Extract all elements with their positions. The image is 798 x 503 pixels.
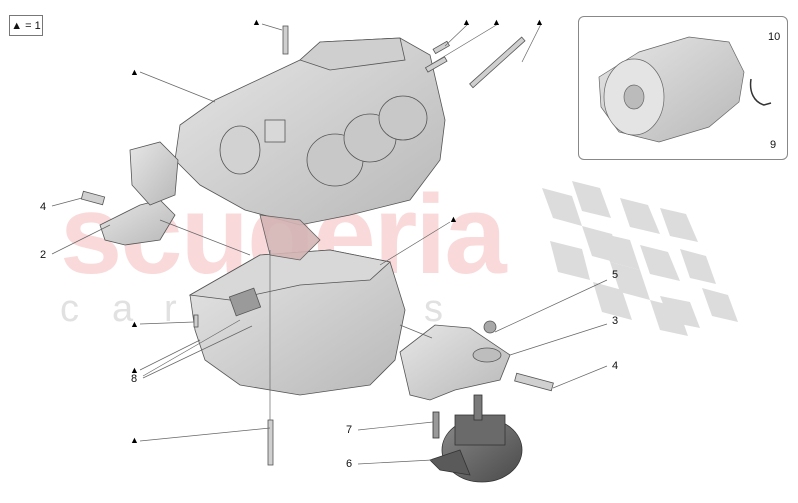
triangle-marker-icon: ▲ [130,319,139,329]
callout-8[interactable]: 8 [131,373,138,385]
triangle-marker-icon: ▲ [130,365,139,375]
triangle-marker-icon: ▲ [492,17,501,27]
callout-10[interactable]: 10 [768,31,781,43]
callout-4-right[interactable]: 4 [612,360,619,372]
callout-5[interactable]: 5 [612,269,619,281]
hydraulic-engine-mount [429,394,523,483]
engine-block [174,37,446,226]
lower-crankcase [188,214,406,396]
transmission-drawing [598,36,772,143]
callout-6[interactable]: 6 [346,458,353,470]
right-engine-mount-bracket [399,320,554,401]
triangle-marker-icon: ▲ [449,214,458,224]
triangle-marker-icon: ▲ [462,17,471,27]
callout-4[interactable]: 4 [40,201,47,213]
left-engine-mount-bracket [80,141,179,246]
transmission-inset [578,16,788,160]
triangle-marker-icon: ▲ [252,17,261,27]
leader-lines [51,23,608,465]
legend-box: ▲ = 1 [9,15,43,36]
triangle-marker-icon: ▲ [130,435,139,445]
callout-3[interactable]: 3 [612,315,619,327]
fasteners [193,25,526,466]
triangle-marker-icon: ▲ [535,17,544,27]
callout-2[interactable]: 2 [40,249,47,261]
callout-7[interactable]: 7 [346,424,353,436]
triangle-marker-icon: ▲ [130,67,139,77]
callout-9[interactable]: 9 [770,139,777,151]
